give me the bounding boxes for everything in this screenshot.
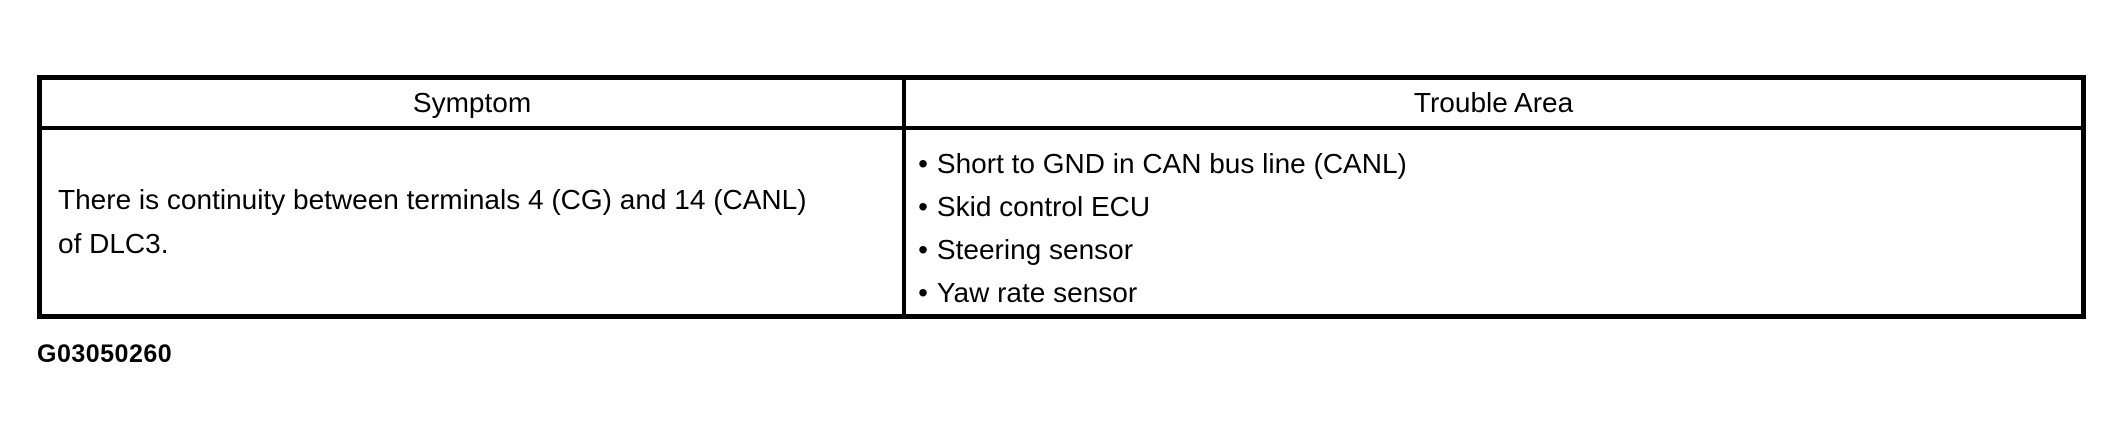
trouble-area-cell: • Short to GND in CAN bus line (CANL) • …	[902, 125, 2086, 318]
list-item: • Yaw rate sensor	[918, 271, 2081, 314]
column-header-trouble-area: Trouble Area	[902, 75, 2086, 130]
symptom-text: There is continuity between terminals 4 …	[58, 183, 807, 259]
table-header-row: Symptom Trouble Area	[37, 75, 2086, 130]
table-row: There is continuity between terminals 4 …	[37, 125, 2086, 318]
trouble-item-label: Short to GND in CAN bus line (CANL)	[936, 147, 1407, 179]
column-header-symptom: Symptom	[37, 75, 907, 130]
bullet-icon: •	[918, 276, 928, 308]
bullet-icon: •	[918, 233, 928, 265]
trouble-item-label: Skid control ECU	[936, 190, 1151, 222]
list-item: • Steering sensor	[918, 228, 2081, 271]
list-item: • Skid control ECU	[918, 185, 2081, 228]
bullet-icon: •	[918, 190, 928, 222]
figure-id-caption: G03050260	[37, 340, 173, 368]
list-item: • Short to GND in CAN bus line (CANL)	[918, 142, 2081, 185]
trouble-item-label: Yaw rate sensor	[936, 276, 1138, 308]
symptom-trouble-table: Symptom Trouble Area There is continuity…	[37, 75, 2086, 319]
trouble-item-label: Steering sensor	[936, 233, 1134, 265]
symptom-cell: There is continuity between terminals 4 …	[37, 125, 907, 318]
bullet-icon: •	[918, 147, 928, 179]
